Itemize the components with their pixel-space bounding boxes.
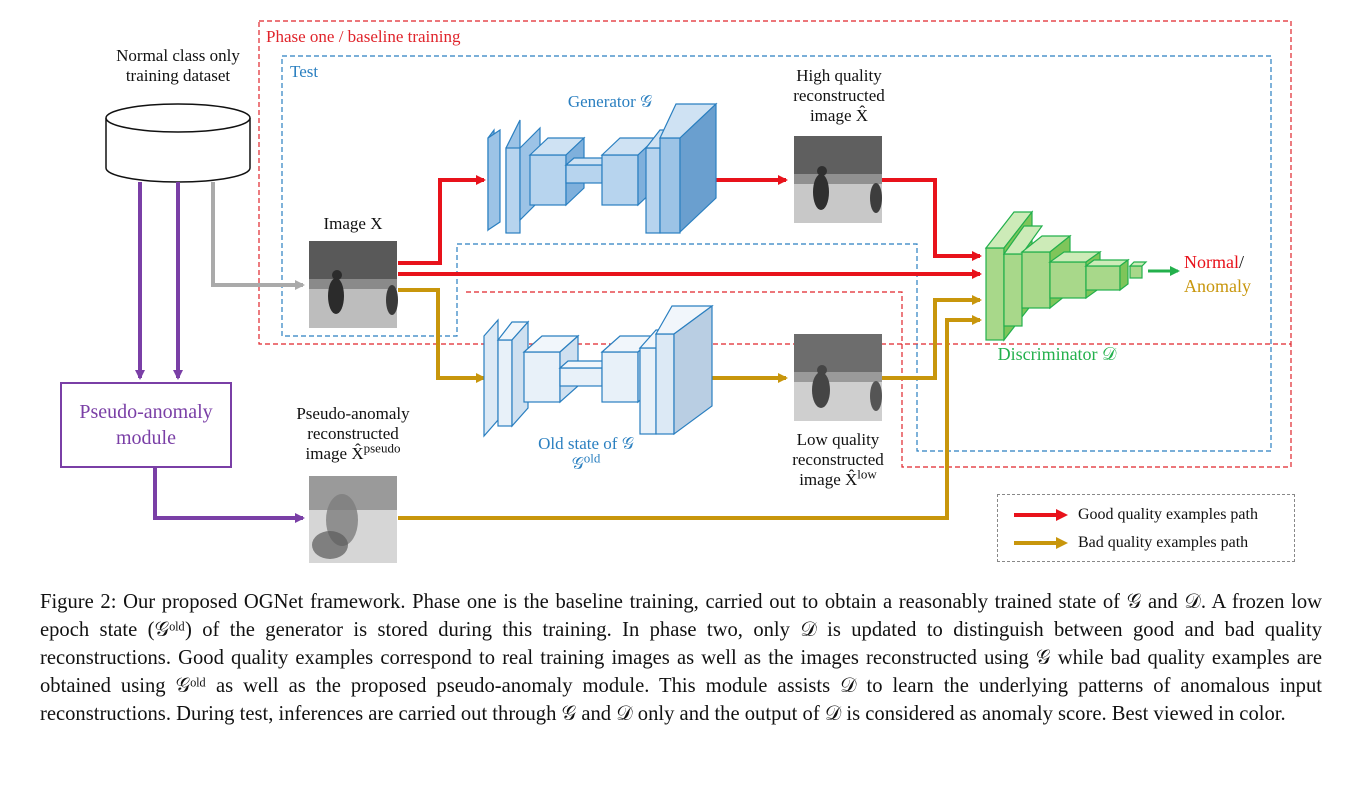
legend-good-arrow-icon xyxy=(1014,509,1068,521)
database-icon xyxy=(105,103,251,183)
pseudo-label: Pseudo-anomaly reconstructed image X̂pse… xyxy=(280,404,426,464)
generator-label: Generator 𝒢 xyxy=(567,92,653,111)
purple-arrow-pseudo xyxy=(153,468,305,523)
red-path-hq-to-disc xyxy=(880,178,982,261)
pseudo-line2: reconstructed xyxy=(307,424,399,443)
lq-line2: reconstructed xyxy=(792,450,884,469)
lq-symbol: image X̂ xyxy=(799,470,858,489)
legend-bad-arrow-icon xyxy=(1014,537,1068,549)
pseudo-thumb xyxy=(309,476,397,563)
image-x-label: Image X xyxy=(323,214,383,233)
yellow-path-to-old xyxy=(398,288,486,383)
old-state-label: Old state of 𝒢 𝒢old xyxy=(516,434,656,474)
pseudo-symbol: image X̂ xyxy=(305,444,364,463)
dataset-label: Normal class only training dataset xyxy=(92,46,264,86)
high-quality-label: High quality reconstructed image X̂ xyxy=(774,66,904,126)
old-state-line2: 𝒢old xyxy=(516,451,656,474)
dataset-label-line2: training dataset xyxy=(125,66,231,85)
pseudo-line3: image X̂pseudo xyxy=(280,441,426,464)
lq-sup: low xyxy=(857,466,877,482)
phase-one-box xyxy=(258,20,1292,345)
old-generator-block xyxy=(483,304,714,438)
diagram-canvas xyxy=(105,20,1292,563)
red-path-to-generator xyxy=(398,175,486,265)
output-normal: Normal xyxy=(1184,252,1239,272)
low-quality-thumb xyxy=(794,334,882,421)
output-line1: Normal/ xyxy=(1184,250,1274,274)
phase-one-box-lower xyxy=(466,291,1292,468)
lq-line1: Low quality xyxy=(796,430,880,449)
pm-line1: Pseudo-anomaly xyxy=(79,401,213,423)
yellow-path-pseudo-to-disc xyxy=(398,315,982,520)
grey-arrow xyxy=(211,182,305,290)
output-slash: / xyxy=(1238,252,1244,272)
high-quality-thumb xyxy=(794,136,882,223)
legend: Good quality examples path Bad quality e… xyxy=(997,494,1295,562)
phase-one-label: Phase one / baseline training xyxy=(266,27,461,46)
yellow-path-lq-to-disc xyxy=(880,295,982,380)
test-box xyxy=(281,55,1272,452)
test-label: Test xyxy=(290,62,319,81)
old-state-symbol: 𝒢 xyxy=(571,454,584,473)
low-quality-label: Low quality reconstructed image X̂low xyxy=(770,430,906,490)
figure-caption: Figure 2: Our proposed OGNet framework. … xyxy=(40,588,1322,728)
ognet-diagram: Phase one / baseline training Test Norma… xyxy=(60,20,1295,563)
lq-line3: image X̂low xyxy=(770,467,906,490)
old-state-sup: old xyxy=(583,450,601,466)
hq-line3: image X̂ xyxy=(809,106,869,125)
hq-line1: High quality xyxy=(796,66,882,85)
legend-bad-row: Bad quality examples path xyxy=(1012,531,1248,555)
pseudo-sup: pseudo xyxy=(363,440,401,456)
legend-good-label: Good quality examples path xyxy=(1078,506,1258,523)
pm-line2: module xyxy=(116,427,176,449)
discriminator-block xyxy=(984,210,1148,342)
legend-good-row: Good quality examples path xyxy=(1012,503,1258,527)
output-anomaly: Anomaly xyxy=(1184,276,1251,296)
pseudo-line1: Pseudo-anomaly xyxy=(296,404,410,423)
output-label: Normal/ Anomaly xyxy=(1184,250,1274,298)
generator-block xyxy=(487,102,718,234)
pseudo-anomaly-module: Pseudo-anomaly module xyxy=(60,382,232,468)
legend-bad-label: Bad quality examples path xyxy=(1078,534,1249,551)
discriminator-label: Discriminator 𝒟 xyxy=(997,344,1117,364)
image-x-thumb xyxy=(309,241,398,328)
old-state-line1: Old state of 𝒢 xyxy=(538,434,634,453)
dataset-label-line1: Normal class only xyxy=(116,46,240,65)
hq-line2: reconstructed xyxy=(793,86,885,105)
caption-text: Figure 2: Our proposed OGNet framework. … xyxy=(40,591,1322,725)
